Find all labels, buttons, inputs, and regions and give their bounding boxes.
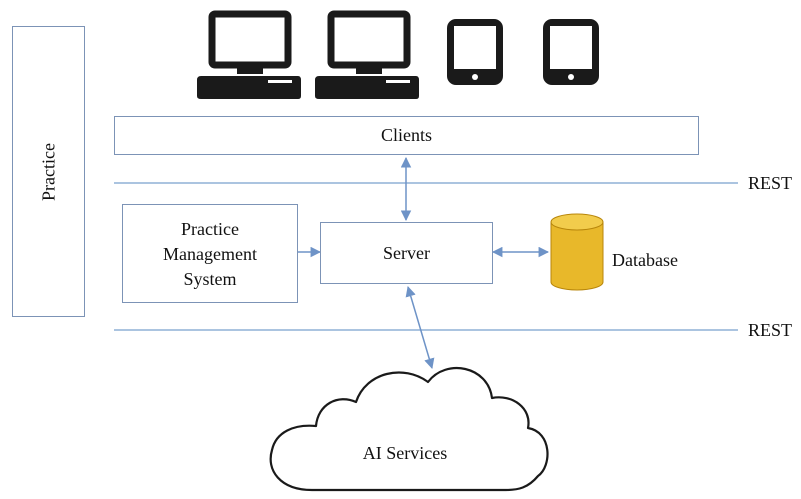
rest-label-top: REST <box>748 173 793 193</box>
clients-box: Clients <box>114 116 699 155</box>
server-box: Server <box>320 222 493 284</box>
pms-label-line3: System <box>183 269 237 289</box>
ai-services-cloud <box>269 367 549 492</box>
desktop-icon <box>197 10 301 99</box>
ai-services-label: AI Services <box>362 443 448 463</box>
practice-box: Practice <box>12 26 85 317</box>
pms-label-line1: Practice <box>181 219 239 239</box>
server-label: Server <box>383 243 430 263</box>
database-label: Database <box>612 250 678 270</box>
pms-label-line2: Management <box>163 244 257 264</box>
tablet-icon <box>543 19 599 85</box>
practice-label: Practice <box>38 142 58 201</box>
desktop-icon <box>315 10 419 99</box>
tablet-icon <box>447 19 503 85</box>
database-icon <box>550 213 604 291</box>
server-ai-arrow <box>405 285 435 370</box>
rest-label-bottom: REST <box>748 320 793 340</box>
clients-label: Clients <box>380 125 432 145</box>
practice-management-system-box: Practice Management System <box>122 204 298 303</box>
